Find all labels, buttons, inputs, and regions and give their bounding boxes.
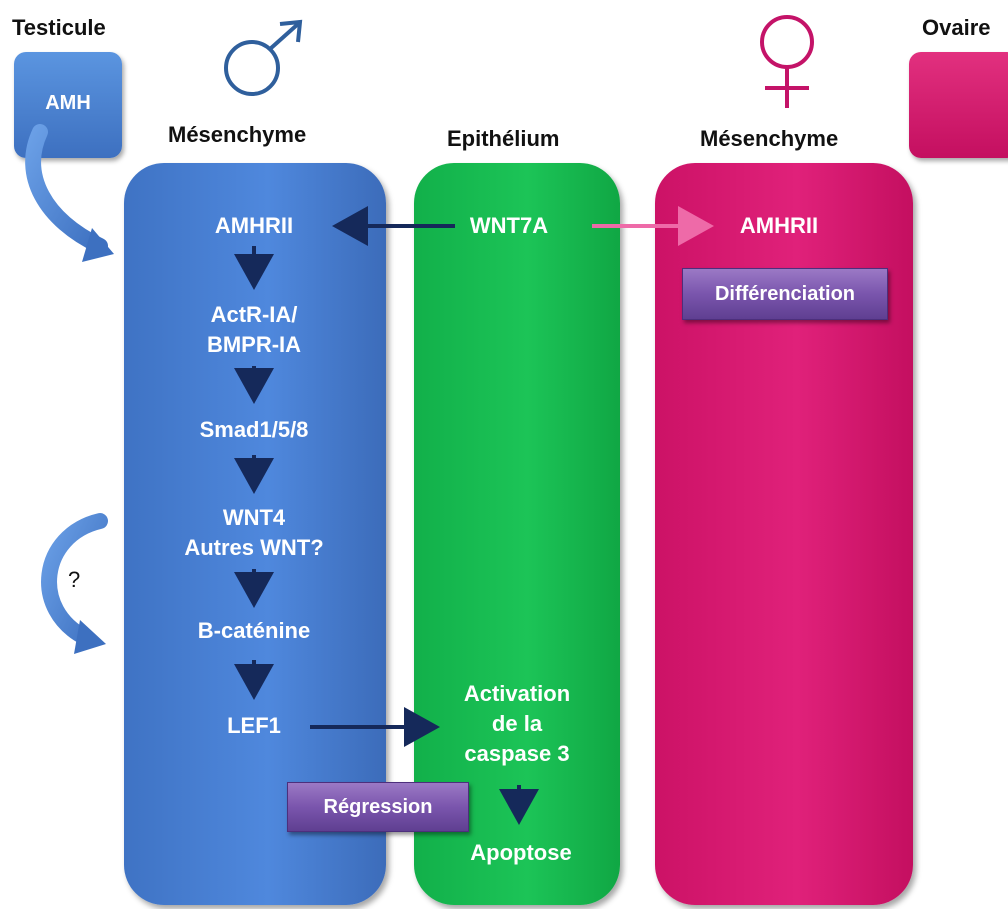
node-wnt4-line1: WNT4 <box>222 505 286 530</box>
testicule-label: Testicule <box>12 15 106 40</box>
differenciation-tag: Différenciation <box>682 268 888 320</box>
node-wnt7a: WNT7A <box>469 213 549 238</box>
node-lef1: LEF1 <box>227 713 281 738</box>
ovaire-label: Ovaire <box>922 15 991 40</box>
ovaire-box <box>909 52 1008 158</box>
node-activation-line3: caspase 3 <box>464 741 570 766</box>
node-smad: Smad1/5/8 <box>199 417 309 442</box>
node-wnt4-line2: Autres WNT? <box>184 535 324 560</box>
female-symbol-icon <box>760 15 814 108</box>
node-amhrii-left: AMHRII <box>214 213 294 238</box>
regression-tag: Régression <box>287 782 469 832</box>
male-symbol-icon <box>224 19 303 96</box>
node-amhrii-right: AMHRII <box>739 213 819 238</box>
node-activation-line2: de la <box>491 711 543 736</box>
amh-box: AMH <box>14 52 122 158</box>
header-mesenchyme-left: Mésenchyme <box>168 122 307 147</box>
question-mark: ? <box>68 567 81 592</box>
node-bcatenin: B-caténine <box>197 618 311 643</box>
node-activation-line1: Activation <box>463 681 571 706</box>
node-actr-line2: BMPR-IA <box>206 332 302 357</box>
node-actr-line1: ActR-IA/ <box>210 302 298 327</box>
node-apoptose: Apoptose <box>470 840 572 865</box>
header-mesenchyme-right: Mésenchyme <box>700 126 839 151</box>
amh-label: AMH <box>45 92 91 114</box>
header-epithelium: Epithélium <box>447 126 560 151</box>
green-epithelium-column <box>414 163 620 905</box>
